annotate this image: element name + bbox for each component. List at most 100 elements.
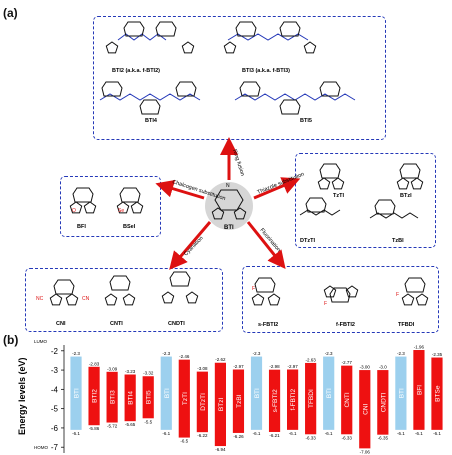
label-bti2: BTI2 (a.k.a. f-BTI2) <box>112 68 160 74</box>
lumo-value-label: -1.96 <box>414 345 425 350</box>
label-bsei: BSeI <box>123 224 136 230</box>
energy-bar-cnti <box>341 365 353 435</box>
label-tzbi: TzBI <box>392 238 404 244</box>
label-bfi: BFI <box>77 224 86 230</box>
lumo-value-label: -2.62 <box>215 357 226 362</box>
bar-category-label: BTSe <box>434 385 441 402</box>
lumo-value-label: -2.3 <box>253 351 261 356</box>
label-bti5: BTI5 <box>300 118 312 124</box>
energy-bar-bti <box>70 356 82 430</box>
lumo-value-label: -2.46 <box>179 354 190 359</box>
label-f-fbti2: f-FBTI2 <box>336 322 355 328</box>
arrow-chalcogen <box>155 179 205 200</box>
arrow-thiazole <box>253 177 301 200</box>
homo-value-label: -6.33 <box>306 435 317 440</box>
bar-category-label: TzTI <box>182 392 189 405</box>
homo-value-label: -6.22 <box>197 433 208 438</box>
energy-bar-bfi <box>413 350 425 430</box>
label-cndti: CNDTI <box>168 321 185 327</box>
lumo-value-label: -2.97 <box>233 364 244 369</box>
energy-bar-f-fbti2 <box>287 369 299 430</box>
homo-value-label: -6.1 <box>72 431 80 436</box>
lumo-value-label: -3.08 <box>197 366 208 371</box>
chalcogen-box <box>60 176 161 237</box>
svg-text:NC: NC <box>36 296 44 302</box>
bar-category-label: BTI <box>398 388 405 398</box>
bar-category-label: BTI <box>74 388 81 398</box>
thiazole-box <box>295 153 436 248</box>
chalcogen-molecules: O Se <box>69 187 144 214</box>
homo-value-label: -6.5 <box>180 439 188 444</box>
lumo-value-label: -3.0 <box>379 365 387 370</box>
bar-category-label: BTzI <box>218 398 225 412</box>
energy-bar-s-fbti2 <box>268 369 281 432</box>
homo-value-label: -6.1 <box>433 431 441 436</box>
energy-bar-cni <box>359 370 371 449</box>
homo-value-label: -5.86 <box>89 426 100 431</box>
label-tzti: TzTI <box>333 193 344 199</box>
energy-bar-cndti <box>377 370 389 435</box>
label-thiazole: Thiazole substitution <box>257 172 306 196</box>
lumo-value-label: -2.83 <box>89 361 100 366</box>
homo-value-label: -6.1 <box>415 431 423 436</box>
lumo-value-label: -3.09 <box>107 366 118 371</box>
label-bti3: BTI3 (a.k.a. f-BTI3) <box>242 68 290 74</box>
lumo-value-label: -2.3 <box>72 351 80 356</box>
thiazole-molecules <box>299 163 424 219</box>
homo-axis-label: HOMO <box>34 445 48 450</box>
energy-bar-bti <box>323 356 335 430</box>
bar-category-label: BTI5 <box>146 390 153 404</box>
bar-category-label: TFBDI <box>308 389 315 408</box>
center-bti-molecule: N <box>211 183 247 220</box>
svg-text:F: F <box>396 292 399 298</box>
homo-value-label: -5.72 <box>107 424 118 429</box>
panel-a-label: (a) <box>3 6 18 20</box>
svg-text:F: F <box>252 286 255 292</box>
molecule-schematic: N BTI Ring fusion Chalcogen substitution… <box>36 21 429 328</box>
lumo-value-label: -3.23 <box>125 369 136 374</box>
bar-category-label: BTI <box>164 388 171 398</box>
lumo-value-label: -2.97 <box>287 364 298 369</box>
homo-value-label: -6.1 <box>253 431 261 436</box>
label-s-fbti2: s-FBTI2 <box>258 322 278 328</box>
label-btzi: BTzI <box>400 193 412 199</box>
center-label: BTI <box>224 225 234 231</box>
homo-value-label: -6.33 <box>342 435 353 440</box>
svg-text:N: N <box>226 183 230 189</box>
bar-category-label: BTI <box>254 388 261 398</box>
arrow-fluorination <box>246 221 286 270</box>
lumo-value-label: -2.63 <box>306 357 317 362</box>
lumo-value-label: -2.98 <box>269 364 280 369</box>
bar-category-label: TzBI <box>236 394 243 408</box>
bar-category-label: CNDTI <box>380 392 387 412</box>
label-cnti: CNTI <box>110 321 123 327</box>
energy-bar-dtzti <box>196 371 208 433</box>
bar-category-label: CNTI <box>344 392 351 407</box>
energy-bar-bti4 <box>124 374 136 422</box>
svg-text:O: O <box>72 208 76 214</box>
energy-bar-bti3 <box>106 371 118 423</box>
y-axis-label: Energy levels (eV) <box>17 357 27 435</box>
energy-bar-tfbdi <box>305 362 317 435</box>
arrow-cyanation <box>169 221 212 270</box>
svg-text:Se: Se <box>118 208 124 214</box>
lumo-value-label: -2.77 <box>342 360 353 365</box>
energy-bar-bti5 <box>142 376 154 419</box>
homo-value-label: -5.65 <box>125 422 136 427</box>
label-dtzti: DTzTI <box>300 238 315 244</box>
y-tick-label: -6 <box>51 424 59 433</box>
energy-bar-bti <box>250 356 263 430</box>
homo-value-label: -6.1 <box>325 431 333 436</box>
cyanation-molecules: NC CN <box>36 271 199 306</box>
y-tick-label: -2 <box>51 347 59 356</box>
y-tick-label: -7 <box>51 443 59 452</box>
bar-category-label: BFI <box>416 385 423 395</box>
svg-text:CN: CN <box>82 296 90 302</box>
center-bti-circle <box>205 182 253 230</box>
homo-value-label: -6.26 <box>233 434 244 439</box>
energy-bar-bti2 <box>88 366 100 426</box>
bar-category-label: BTI2 <box>92 389 99 403</box>
y-tick-label: -4 <box>51 385 59 394</box>
homo-value-label: -6.1 <box>162 431 170 436</box>
fluorination-box <box>242 266 439 333</box>
